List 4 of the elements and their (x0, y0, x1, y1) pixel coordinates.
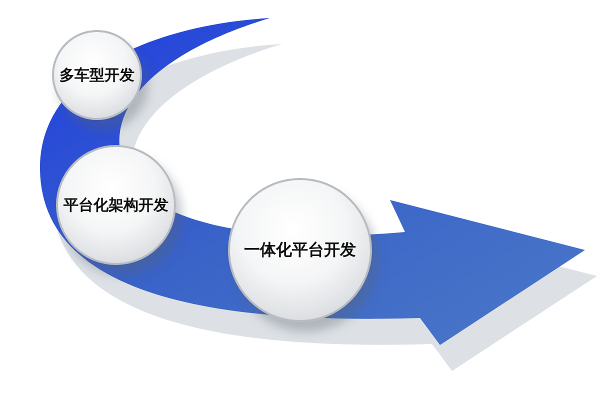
circle-node (52, 30, 142, 120)
node-label: 一体化平台开发 (244, 240, 356, 260)
node-label: 多车型开发 (60, 66, 134, 84)
node-label: 平台化架构开发 (64, 196, 168, 214)
